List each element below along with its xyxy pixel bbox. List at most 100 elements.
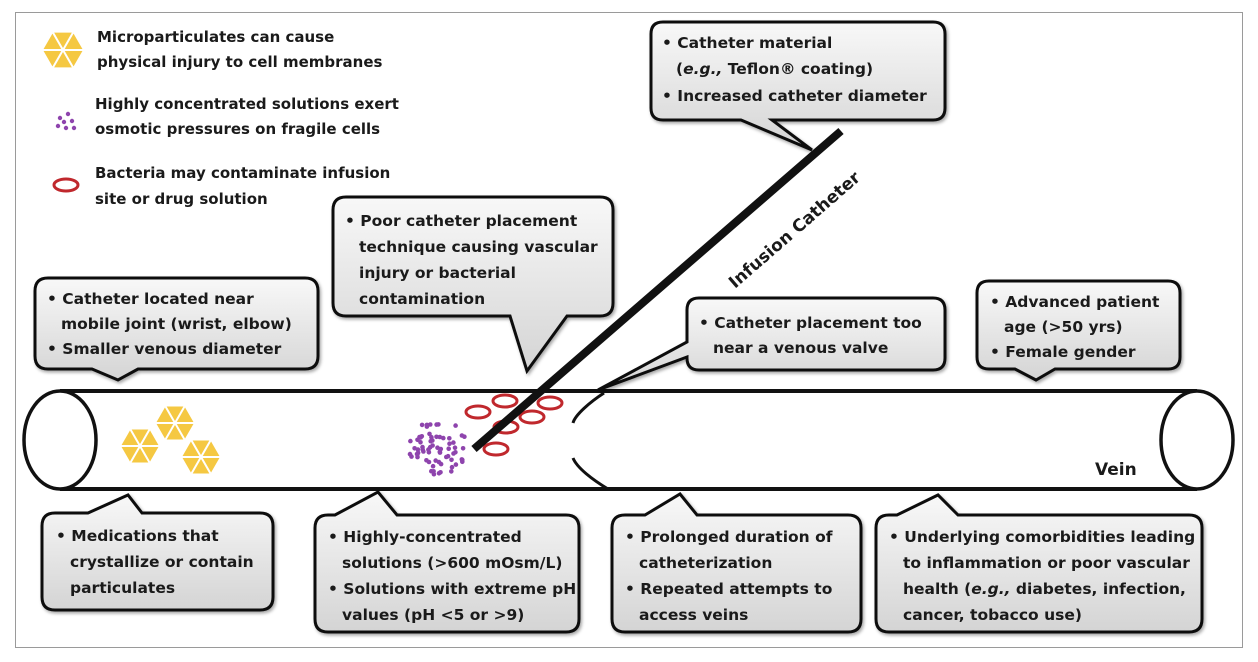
callout-text-solutions: • Highly-concentrated solutions (>600 mOs… [328, 528, 576, 624]
vein-right-opening [1159, 389, 1235, 491]
legend-item-microparticulates: Microparticulates can cause physical inj… [43, 28, 382, 71]
osmotic-dot [434, 422, 439, 427]
callout-text: (e.g., Teflon® coating) [676, 60, 873, 78]
callout-text-line: • Prolonged duration of [625, 528, 833, 546]
callout-text-line: • Repeated attempts to [625, 580, 832, 598]
callout-medications [40, 493, 275, 612]
osmotic-dot [424, 422, 430, 428]
microparticulate-icon [43, 32, 83, 68]
legend-text-line: Bacteria may contaminate infusion [95, 164, 390, 182]
osmotic-dot [447, 441, 452, 447]
osmotic-dot [451, 451, 456, 456]
callout-text-line: values (pH <5 or >9) [342, 606, 524, 624]
catheter-label: Infusion Catheter [725, 168, 865, 293]
callout-duration [610, 492, 863, 634]
osmotic-particles-icon [55, 111, 77, 131]
osmotic-dot [436, 459, 442, 465]
osmotic-dot [71, 125, 77, 131]
osmotic-dot [447, 436, 452, 441]
callout-text-line: to inflammation or poor vascular [903, 554, 1190, 572]
osmotic-dot [418, 440, 423, 445]
callout-text-line: crystallize or contain [70, 553, 254, 571]
osmotic-dot [69, 118, 75, 124]
callout-text-line: • Solutions with extreme pH [328, 580, 576, 598]
callout-text-line: • Catheter placement too [699, 314, 922, 332]
callout-mobile-joint [33, 276, 320, 382]
callout-text-line: technique causing vascular [359, 238, 598, 256]
osmotic-dot [438, 470, 443, 475]
callout-text-comorbidities: • Underlying comorbidities leading to inf… [889, 528, 1195, 624]
legend-item-osmotic: Highly concentrated solutions exert osmo… [55, 95, 399, 138]
callout-shape [597, 296, 947, 392]
vein-left-opening [22, 389, 98, 491]
osmotic-dot [449, 457, 454, 463]
callout-shape [331, 195, 615, 375]
osmotic-dot [407, 451, 413, 457]
legend: Microparticulates can cause physical inj… [43, 28, 399, 208]
legend-item-bacteria: Bacteria may contaminate infusion site o… [52, 164, 390, 208]
bacteria-icon [536, 395, 564, 411]
osmotic-dot [417, 434, 422, 440]
legend-text-line: Microparticulates can cause [97, 28, 334, 46]
osmotic-dot [428, 438, 434, 444]
callout-patient-age [975, 279, 1182, 382]
callout-shape [649, 20, 947, 152]
callout-solutions [313, 490, 581, 634]
bacteria-icon [464, 404, 492, 420]
osmotic-dot [63, 125, 69, 131]
osmotic-dot [434, 434, 439, 440]
osmotic-dot [430, 463, 436, 469]
bacteria-icon [482, 441, 510, 457]
microparticulates-in-vein [121, 406, 220, 474]
osmotic-dot [460, 446, 466, 451]
callout-text-line: • Smaller venous diameter [47, 340, 282, 358]
osmotic-dot [453, 423, 458, 428]
callout-text-line: • Underlying comorbidities leading [889, 528, 1195, 546]
callout-text-line: • Female gender [990, 343, 1136, 361]
vein: Vein [22, 389, 1235, 491]
callout-text-line: health (e.g., diabetes, infection, [903, 580, 1186, 598]
legend-text-line: Highly concentrated solutions exert [95, 95, 399, 113]
callout-shape [40, 493, 275, 612]
callout-shape [33, 276, 320, 382]
osmotic-dot [449, 469, 454, 474]
callout-text-line: • Highly-concentrated [328, 528, 522, 546]
osmotic-dot [408, 438, 413, 444]
callout-shape [874, 493, 1204, 634]
osmotic-dot [427, 444, 433, 450]
callout-shape [610, 492, 863, 634]
bacteria-icon [518, 409, 546, 425]
osmotic-dot [431, 471, 437, 477]
osmotic-dot [449, 464, 455, 470]
microparticulate-icon [182, 440, 220, 474]
venous-valve-upper [571, 391, 605, 424]
venous-valve-lower [571, 457, 609, 491]
callout-text-line: • Medications that [56, 527, 219, 545]
osmotic-dot [61, 119, 67, 125]
callout-text-line: injury or bacterial [359, 264, 516, 282]
callout-text: • Increased catheter diameter [662, 87, 927, 105]
osmotic-dot [65, 111, 71, 117]
legend-text-line: site or drug solution [95, 190, 268, 208]
microparticulate-icon [121, 429, 159, 463]
callout-text: • Catheter material [662, 34, 832, 52]
osmotic-dot [446, 446, 452, 452]
legend-text-line: physical injury to cell membranes [97, 53, 382, 71]
callout-text-line: • Advanced patient [990, 293, 1160, 311]
callout-text-line: mobile joint (wrist, elbow) [61, 315, 292, 333]
osmotic-dot [459, 433, 465, 438]
catheter-line [471, 127, 844, 453]
osmotic-dot [444, 454, 449, 460]
callout-comorbidities [874, 493, 1204, 634]
osmotic-dot [428, 422, 433, 427]
osmotic-dot [427, 431, 432, 437]
bacteria-icon [491, 393, 519, 409]
bacteria-icon [52, 177, 80, 193]
osmotic-dot [453, 462, 459, 467]
callout-text-line: solutions (>600 mOsm/L) [342, 554, 562, 572]
